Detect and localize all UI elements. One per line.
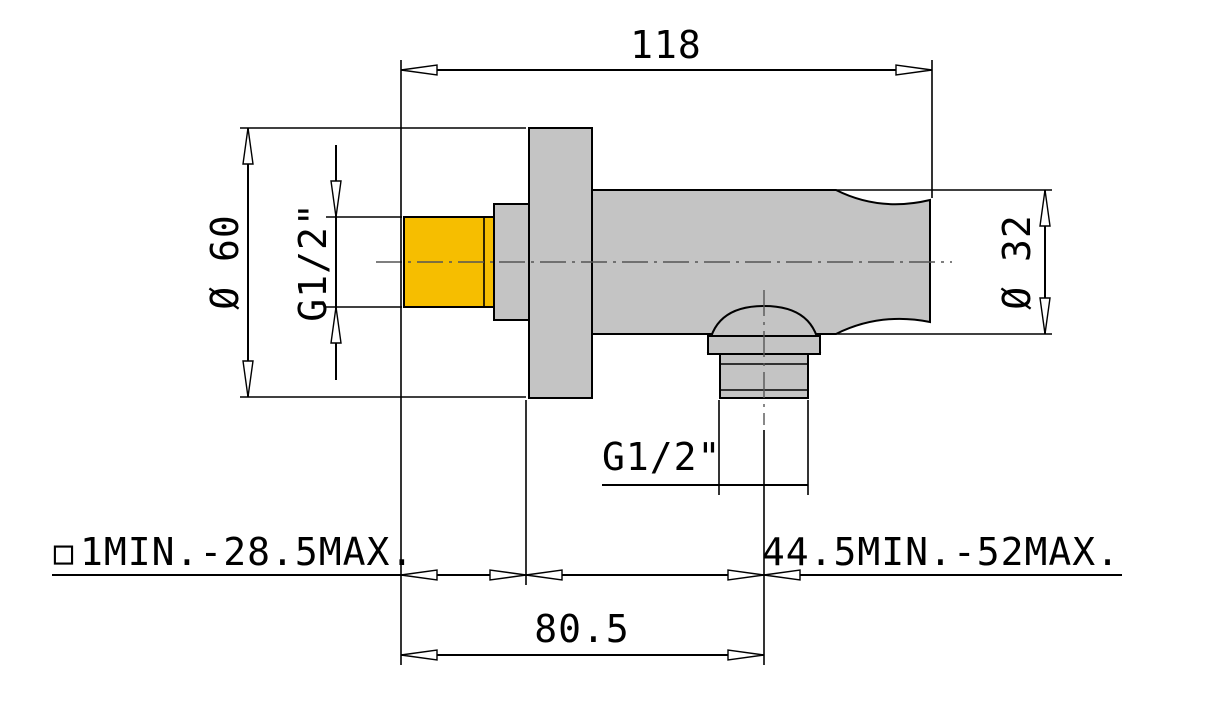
dim-wall-left-text: 1MIN.-28.5MAX.: [80, 530, 414, 574]
dim-overall-length-text: 118: [630, 23, 702, 67]
dim-outlet-diameter: Ø 32: [995, 189, 1051, 335]
dim-wall-ranges: ◻ 1MIN.-28.5MAX. 44.5MIN.-52MAX.: [52, 530, 1122, 581]
dim-wall-left-symbol: ◻: [52, 530, 76, 574]
dim-bottom-length: 80.5: [400, 607, 765, 661]
extension-lines: [240, 60, 1052, 665]
dim-bottom-length-text: 80.5: [534, 607, 630, 651]
dim-body-diameter-text: Ø 60: [203, 214, 247, 310]
dim-inlet-thread-text: G1/2": [291, 202, 335, 321]
dim-outlet-thread: G1/2": [602, 435, 808, 486]
wall-flange: [528, 127, 593, 399]
dim-outlet-thread-text: G1/2": [602, 435, 721, 479]
dim-inlet-thread: G1/2": [291, 145, 342, 380]
dim-wall-right-text: 44.5MIN.-52MAX.: [762, 530, 1120, 574]
dim-overall-length: 118: [400, 23, 933, 76]
part-body: [403, 127, 931, 399]
dim-outlet-diameter-text: Ø 32: [995, 214, 1039, 310]
dim-body-diameter: Ø 60: [203, 127, 254, 398]
